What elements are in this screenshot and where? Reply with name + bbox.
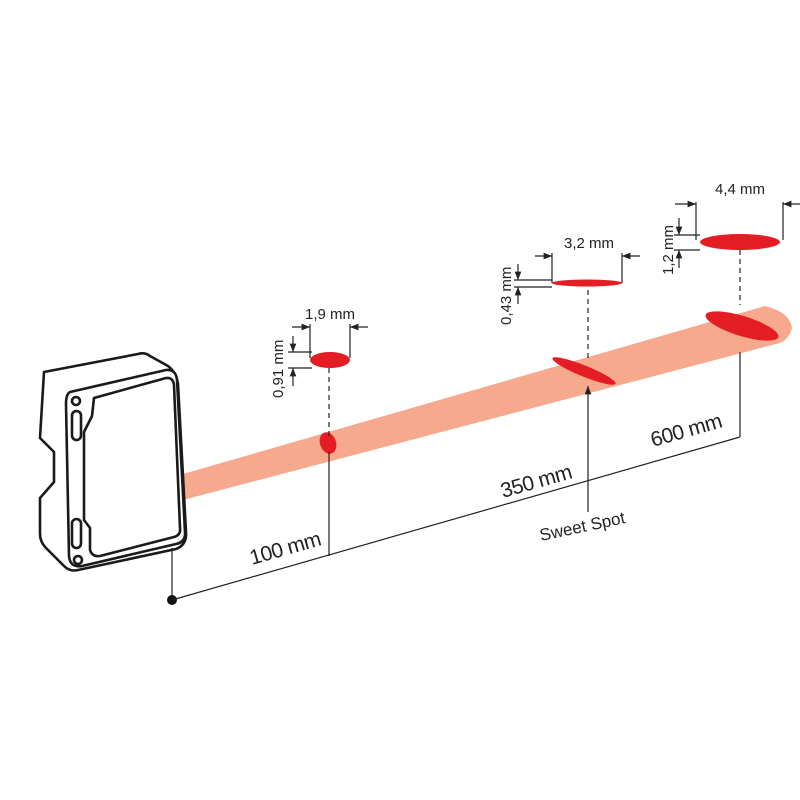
distance-axis	[171, 436, 741, 601]
distance-label-600mm: 600 mm	[648, 410, 724, 452]
laser-beam	[183, 306, 792, 500]
spot-width-350mm: 3,2 mm	[564, 235, 614, 252]
spot-width-100mm: 1,9 mm	[305, 306, 355, 323]
beam-spot-100mm	[319, 432, 337, 454]
beam-spot-350mm	[552, 357, 616, 385]
sweet-spot-label: Sweet Spot	[538, 508, 627, 545]
beam-spot-600mm	[705, 311, 779, 341]
spot-height-600mm: 1,2 mm	[660, 225, 677, 275]
spot-profile-600mm	[700, 234, 780, 250]
distance-label-350mm: 350 mm	[498, 461, 574, 503]
spot-height-100mm: 0,91 mm	[270, 340, 287, 398]
spot-profile-100mm	[310, 352, 350, 368]
distance-label-100mm: 100 mm	[247, 528, 323, 570]
sensor-device	[38, 352, 188, 572]
spot-width-600mm: 4,4 mm	[715, 181, 765, 198]
spot-height-350mm: 0,43 mm	[498, 267, 515, 325]
spot-profile-350mm	[552, 279, 622, 287]
